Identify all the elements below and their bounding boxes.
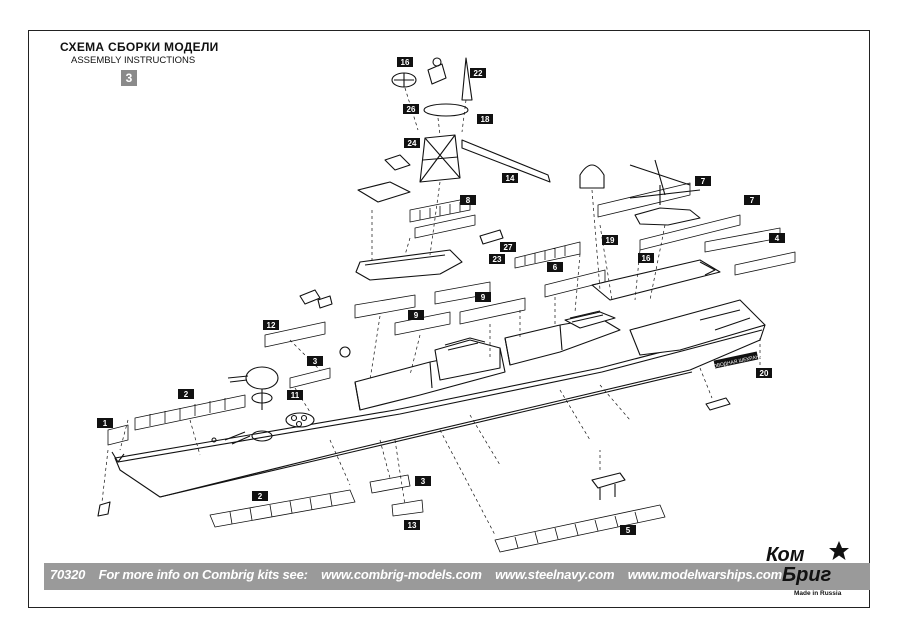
helicopter	[634, 207, 701, 226]
title-english: ASSEMBLY INSTRUCTIONS	[71, 55, 196, 66]
svg-text:16: 16	[642, 254, 651, 263]
svg-text:14: 14	[506, 174, 515, 183]
svg-text:7: 7	[750, 196, 755, 205]
part-label-8: 8	[460, 195, 476, 205]
part-label-5: 5	[620, 525, 636, 535]
part-label-22: 22	[470, 68, 486, 78]
svg-text:20: 20	[760, 369, 769, 378]
footer-url-combrig[interactable]: www.combrig-models.com	[321, 567, 482, 582]
sheet-frame	[28, 30, 870, 608]
step-number-badge: 3	[121, 70, 137, 86]
part-label-1: 1	[97, 418, 113, 428]
part-label-24: 24	[404, 138, 420, 148]
title-russian: СХЕМА СБОРКИ МОДЕЛИ	[60, 40, 219, 54]
part-label-19: 19	[602, 235, 618, 245]
combrig-logo: Ком Бриг Made in Russia	[766, 540, 866, 600]
svg-text:3: 3	[313, 357, 318, 366]
part-label-14: 14	[502, 173, 518, 183]
part-label-6: 6	[547, 262, 563, 272]
missile-launcher	[285, 412, 315, 428]
svg-text:24: 24	[408, 139, 417, 148]
svg-text:16: 16	[401, 58, 410, 67]
part-label-18: 18	[477, 114, 493, 124]
part-label-20: 20	[756, 368, 772, 378]
svg-text:5: 5	[626, 526, 631, 535]
part-label-4: 4	[769, 233, 785, 243]
svg-text:4: 4	[775, 234, 780, 243]
funnel	[564, 311, 616, 329]
hull-nameplate-bg	[713, 351, 759, 369]
svg-text:3: 3	[421, 477, 426, 486]
part-label-11: 11	[287, 390, 303, 400]
ships-boat	[591, 472, 626, 489]
part-labels: 16 22 26 18 24 14 8 27 23 6 19 16 7 7 4 …	[97, 57, 785, 535]
svg-text:26: 26	[407, 105, 416, 114]
railings	[107, 182, 796, 553]
mid-superstructure	[504, 317, 621, 366]
dome-radar	[579, 164, 605, 189]
svg-text:2: 2	[184, 390, 189, 399]
forward-gun-turret	[245, 366, 279, 390]
svg-text:8: 8	[466, 196, 471, 205]
svg-text:23: 23	[493, 255, 502, 264]
svg-text:11: 11	[291, 391, 300, 400]
upper-platform	[355, 249, 463, 281]
part-label-16: 16	[638, 253, 654, 263]
aft-deck	[629, 299, 766, 356]
footer-bar: 70320 For more info on Combrig kits see:…	[44, 563, 870, 590]
part-label-2b: 2	[252, 491, 268, 501]
svg-text:27: 27	[504, 243, 513, 252]
part-label-13b: 13	[404, 520, 420, 530]
footer-url-modelwarships[interactable]: www.modelwarships.com	[627, 567, 782, 582]
part-label-12: 12	[263, 320, 279, 330]
bridge-block	[434, 339, 501, 381]
svg-text:19: 19	[606, 236, 615, 245]
logo-star-icon	[829, 541, 849, 560]
part-label-9b: 9	[475, 292, 491, 302]
kit-number: 70320	[50, 567, 86, 582]
svg-text:7: 7	[701, 177, 706, 186]
footer-url-steelnavy[interactable]: www.steelnavy.com	[495, 567, 615, 582]
svg-text:9: 9	[481, 293, 486, 302]
svg-text:22: 22	[474, 69, 483, 78]
svg-text:9: 9	[414, 311, 419, 320]
made-in-label: Made in Russia	[794, 590, 842, 597]
footer-text: 70320 For more info on Combrig kits see:…	[50, 567, 792, 582]
svg-text:6: 6	[553, 263, 558, 272]
svg-text:2: 2	[258, 492, 263, 501]
hangar-roof	[591, 259, 721, 301]
logo-line2: Бриг	[782, 564, 832, 586]
svg-text:13: 13	[408, 521, 417, 530]
svg-text:1: 1	[103, 419, 108, 428]
svg-text:18: 18	[481, 115, 490, 124]
part-label-9a: 9	[408, 310, 424, 320]
part-label-13a: 16	[397, 57, 413, 67]
boat-aft	[705, 397, 731, 411]
hull-waterline	[159, 371, 693, 498]
part-label-23: 23	[489, 254, 505, 264]
footer-info: For more info on Combrig kits see:	[98, 567, 308, 582]
boom	[461, 139, 551, 183]
part-label-7a: 7	[695, 176, 711, 186]
radar-spike	[461, 57, 473, 101]
part-label-2a: 2	[178, 389, 194, 399]
roof-piece	[357, 181, 411, 203]
part-label-3b: 3	[415, 476, 431, 486]
part-label-3a: 3	[307, 356, 323, 366]
svg-text:12: 12	[267, 321, 276, 330]
logo-line1: Ком	[766, 544, 805, 566]
antenna-unit	[427, 63, 447, 85]
hull	[114, 324, 766, 498]
mast-disc	[423, 103, 469, 117]
hull-deck-line	[117, 329, 763, 463]
part-label-27: 27	[500, 242, 516, 252]
part-label-7b: 7	[744, 195, 760, 205]
part-label-26: 26	[403, 104, 419, 114]
